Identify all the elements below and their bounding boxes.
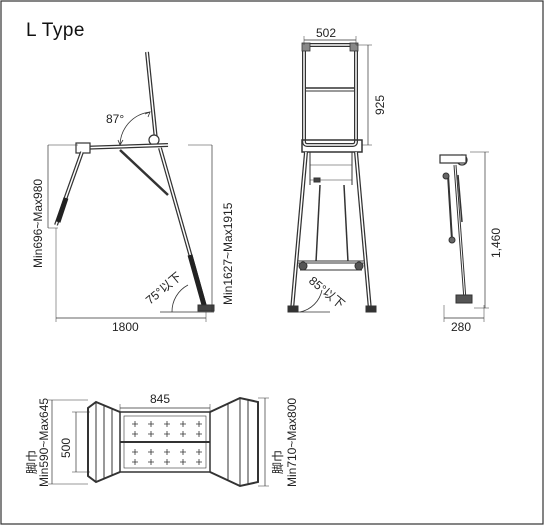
folded-depth-label: 280	[451, 320, 471, 334]
front-handrail	[302, 43, 358, 147]
side-height-left-label: Min696~Max980	[31, 179, 45, 268]
folded-base	[455, 294, 473, 304]
top-left-legs	[87, 400, 121, 484]
front-view	[287, 36, 377, 313]
side-view	[47, 51, 215, 322]
side-foot	[197, 304, 215, 312]
side-angle-top-label: 87°	[106, 112, 124, 126]
top-leg-left-label: Min590~Max645	[37, 398, 51, 487]
top-leg-right-label: Min710~Max800	[285, 398, 299, 487]
front-top-height-label: 925	[373, 95, 387, 115]
front-right-foot	[365, 305, 377, 313]
side-angle-bottom-label: 75°以下	[143, 269, 184, 307]
top-inner-label: 500	[59, 438, 73, 458]
side-width-bottom-label: 1800	[112, 320, 139, 334]
folded-view	[439, 151, 489, 322]
side-height-right-label: Min1627~Max1915	[221, 202, 235, 305]
top-leg-left-title: 脚巾	[24, 450, 39, 474]
top-view	[48, 396, 269, 488]
top-leg-right-title: 脚巾	[270, 450, 285, 474]
front-top-width-label: 502	[316, 26, 336, 40]
folded-height-label: 1,460	[489, 228, 503, 258]
page-title: L Type	[26, 20, 85, 41]
front-left-foot	[287, 305, 299, 313]
top-right-legs	[209, 396, 259, 488]
tread-pattern	[132, 421, 202, 465]
top-width-label: 845	[150, 392, 170, 406]
front-platform	[301, 139, 363, 153]
